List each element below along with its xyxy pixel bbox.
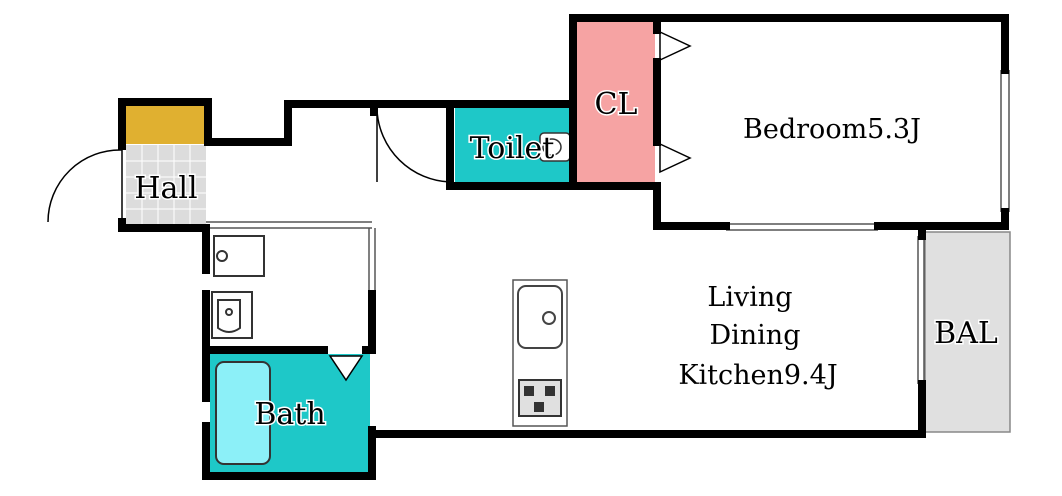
closet-room: [577, 22, 655, 182]
walls: [118, 14, 1009, 480]
ldk-label-dining: Dining: [710, 320, 801, 351]
shoe-cabinet: [126, 106, 206, 144]
bath-door-marker: [328, 355, 364, 382]
balcony-label: BAL: [934, 316, 998, 351]
ldk-door: [376, 109, 451, 183]
closet-label: CL: [595, 87, 638, 122]
gas-stove: [518, 379, 562, 417]
closet-door-markers: [659, 30, 692, 174]
balcony-area: [924, 231, 1011, 433]
hall-label: Hall: [134, 171, 197, 206]
ldk-label-living: Living: [707, 282, 792, 313]
toilet-label: Toilet: [470, 131, 555, 166]
windows: [202, 70, 1010, 427]
hall-tile-grid: [126, 145, 206, 225]
bedroom-label: Bedroom5.3J: [743, 114, 921, 145]
bathtub: [215, 361, 271, 465]
ldk-label-kitchen: Kitchen9.4J: [678, 360, 837, 391]
wash-basin: [211, 291, 253, 339]
entrance-door: [47, 149, 123, 223]
washing-machine: [213, 235, 265, 277]
bath-label: Bath: [254, 397, 325, 432]
kitchen-sink: [517, 285, 563, 349]
hall-tile-floor: [126, 145, 206, 225]
